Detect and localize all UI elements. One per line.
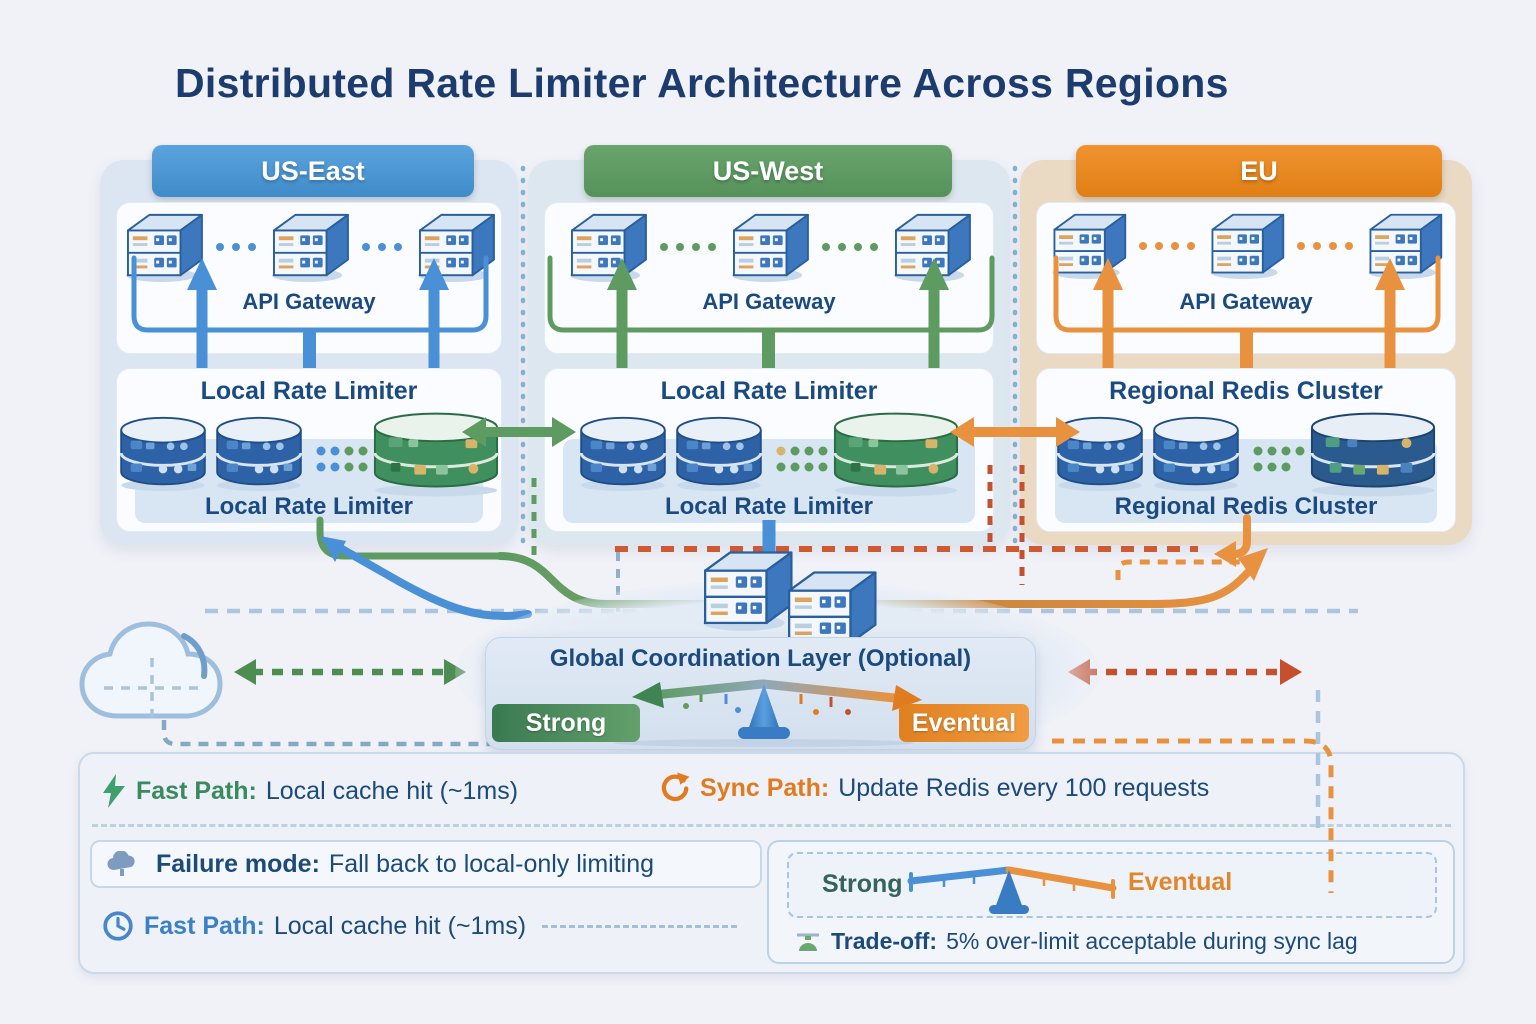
rate-limiter-label: Local Rate Limiter: [204, 493, 414, 520]
strong-consistency-badge: Strong: [492, 704, 640, 742]
coordination-title: Global Coordination Layer (Optional): [549, 645, 972, 672]
strong-label: Strong: [822, 870, 903, 898]
cloud-icon: [79, 621, 223, 719]
fast-path-label: Fast Path:: [136, 776, 257, 805]
tradeoff-item: Trade-off: 5% over-limit acceptable duri…: [795, 928, 1358, 955]
sync-icon: [658, 772, 690, 804]
region-panel-eu: EU API Gateway Regional Redis Cluster: [1020, 145, 1472, 545]
balance-scale-graphic: [907, 866, 1117, 914]
database-icon: [215, 416, 303, 491]
dashed-connector: [542, 924, 738, 928]
ellipsis-dots: [660, 243, 716, 251]
database-icon: [1152, 416, 1240, 491]
server-icon: [412, 211, 498, 283]
database-icon-green: [373, 412, 499, 497]
api-gateway-box: API Gateway: [116, 202, 502, 354]
fast-path-text: Local cache hit (~1ms): [265, 776, 519, 805]
ellipsis-dots: [362, 243, 402, 251]
region-panel-us-east: US-East API Gateway Local Rate Limiter: [100, 145, 518, 545]
tradeoff-text: 5% over-limit acceptable during sync lag: [946, 928, 1358, 954]
server-icon: [120, 211, 206, 283]
api-gateway-box: API Gateway: [1036, 202, 1456, 354]
ellipsis-dots: [216, 243, 256, 251]
ellipsis-dots: [1139, 241, 1195, 250]
region-tab-us-east: US-East: [152, 145, 474, 197]
rate-limiter-label: Local Rate Limiter: [664, 493, 874, 520]
eventual-consistency-badge: Eventual: [899, 704, 1029, 742]
database-cluster-icons: [119, 412, 499, 497]
server-icon: [1205, 211, 1287, 280]
api-gateway-label: API Gateway: [1179, 289, 1313, 314]
global-coordination-layer: Global Coordination Layer (Optional): [485, 637, 1036, 750]
server-row: [117, 211, 501, 283]
tradeoff-label: Trade-off:: [831, 928, 938, 954]
api-gateway-label: API Gateway: [702, 289, 836, 314]
server-icon: [266, 211, 352, 283]
database-icon: [1056, 416, 1144, 491]
server-row: [1037, 211, 1455, 280]
redis-cluster-title: Regional Redis Cluster: [1109, 377, 1383, 405]
server-icon: [564, 211, 650, 283]
rate-limiter-title: Local Rate Limiter: [660, 377, 878, 405]
api-gateway-label: API Gateway: [242, 289, 376, 314]
sync-path-text: Update Redis every 100 requests: [838, 773, 1210, 802]
cloud-icon: [106, 851, 138, 877]
fast-path-2-text: Local cache hit (~1ms): [273, 911, 527, 940]
ellipsis-dots: [822, 243, 878, 251]
fast-path-item: Fast Path: Local cache hit (~1ms): [102, 774, 518, 808]
lightning-icon: [102, 774, 126, 808]
server-icon: [726, 211, 812, 283]
database-cluster-icons: [1056, 412, 1436, 497]
api-gateway-box: API Gateway: [544, 202, 994, 354]
legend-panel: Fast Path: Local cache hit (~1ms) Sync P…: [78, 752, 1465, 974]
consistency-spectrum-box: Strong Eventual: [787, 852, 1437, 918]
database-icon-green: [833, 412, 959, 497]
database-icon: [675, 416, 763, 491]
tradeoff-panel: Strong Eventual: [767, 840, 1455, 964]
redis-cluster-label: Regional Redis Cluster: [1114, 493, 1378, 520]
database-icon-navy: [1310, 412, 1436, 497]
database-icon: [579, 416, 667, 491]
failure-mode-item: Failure mode: Fall back to local-only li…: [90, 840, 762, 888]
database-cluster-icons: [579, 412, 959, 497]
cloud-coordination-arrow: [234, 659, 466, 685]
sync-path-label: Sync Path:: [700, 773, 830, 802]
server-icon: [1363, 211, 1445, 280]
legend-divider: [92, 824, 1451, 827]
page-title: Distributed Rate Limiter Architecture Ac…: [175, 60, 1229, 106]
region-tab-eu: EU: [1076, 145, 1442, 197]
sync-path-item: Sync Path: Update Redis every 100 reques…: [658, 772, 1209, 804]
region-panel-us-west: US-West API Gateway Local Rate Limiter: [528, 145, 1010, 545]
sync-to-eu-arrowhead: [1238, 548, 1268, 581]
eventual-label: Eventual: [1128, 868, 1233, 896]
clock-icon: [102, 910, 134, 942]
failure-mode-label: Failure mode:: [156, 849, 320, 878]
server-icon: [888, 211, 974, 283]
rate-limiter-box: Local Rate Limiter Local Rate Limiter: [544, 368, 994, 532]
server-icon: [1047, 211, 1129, 280]
redis-cluster-box: Regional Redis Cluster Regional Redis Cl…: [1036, 368, 1456, 532]
coordination-eu-arrow: [1068, 659, 1302, 685]
fast-path-2-item: Fast Path: Local cache hit (~1ms): [102, 910, 738, 942]
consistency-balance-icon: [614, 679, 922, 747]
region-tab-us-west: US-West: [584, 145, 952, 197]
rate-limiter-box: Local Rate Limiter Local Rate Limiter: [116, 368, 502, 532]
fast-path-2-label: Fast Path:: [144, 911, 265, 940]
failure-mode-text: Fall back to local-only limiting: [328, 849, 655, 878]
balance-scale-icon: [795, 931, 821, 953]
database-icon: [119, 416, 207, 491]
rate-limiter-title: Local Rate Limiter: [200, 377, 418, 405]
server-row: [545, 211, 993, 283]
ellipsis-dots: [1297, 241, 1353, 250]
